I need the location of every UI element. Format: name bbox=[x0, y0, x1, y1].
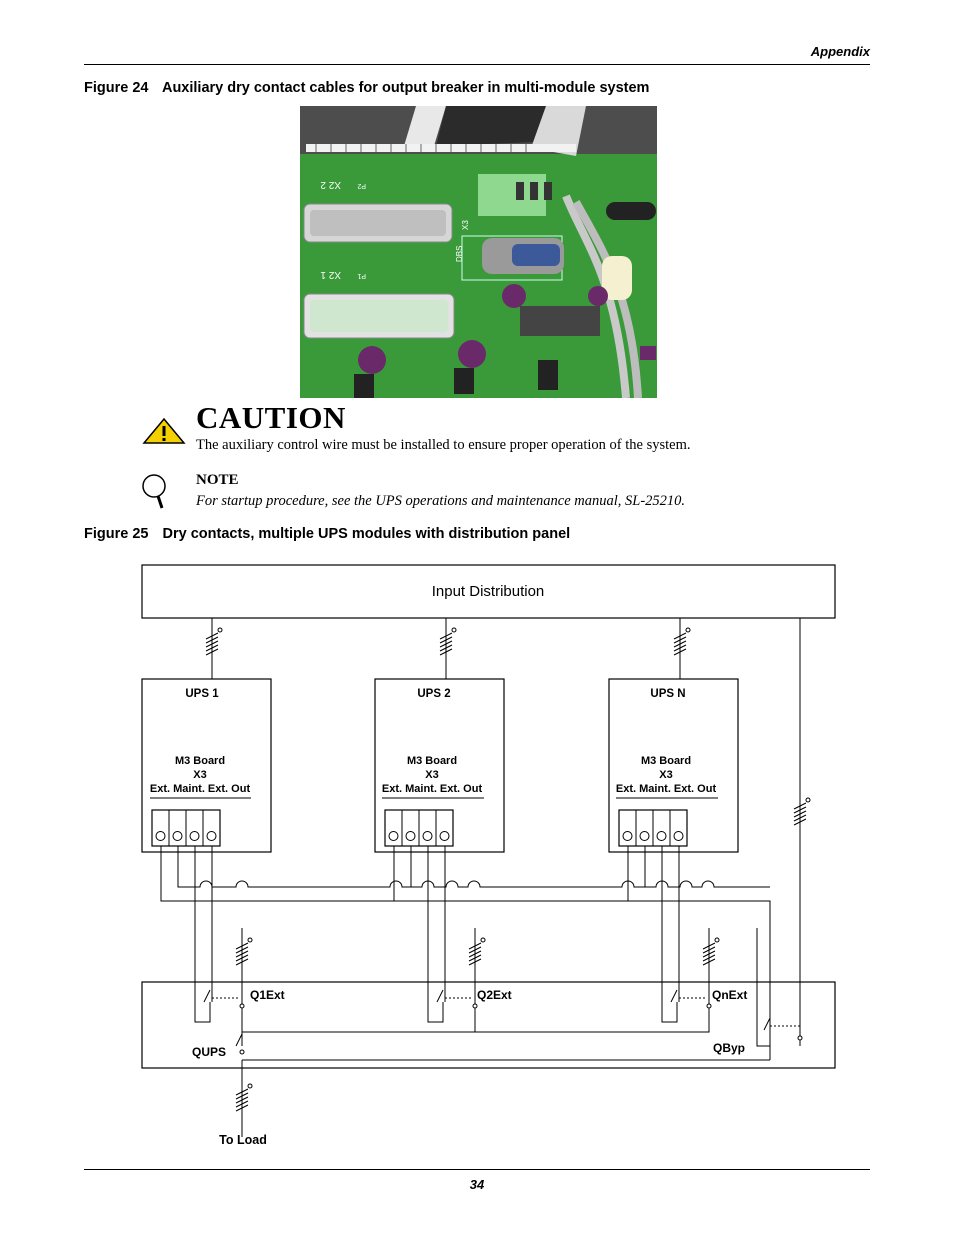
ups-n-name: UPS N bbox=[650, 688, 685, 700]
circuit-board-photo: X2 2 P2 X2 1 P1 X3 DBS bbox=[300, 106, 657, 398]
input-distribution-label: Input Distribution bbox=[432, 583, 545, 600]
figure25-caption: Figure 25 Dry contacts, multiple UPS mod… bbox=[84, 526, 570, 542]
ups-n-terminals: Ext. Maint. Ext. Out bbox=[616, 783, 717, 795]
ups-2-name: UPS 2 bbox=[417, 688, 450, 700]
p1-label: P1 bbox=[357, 272, 366, 279]
to-load-label: To Load bbox=[219, 1133, 267, 1147]
note-title: NOTE bbox=[196, 472, 239, 488]
magnifier-note-icon bbox=[142, 474, 166, 509]
distribution-panel-box bbox=[141, 981, 836, 1069]
figure24-caption: Figure 24 Auxiliary dry contact cables f… bbox=[84, 80, 649, 96]
figure24-number: Figure 24 bbox=[84, 80, 149, 96]
header-rule bbox=[84, 64, 870, 65]
qups-label: QUPS bbox=[192, 1045, 226, 1059]
ups-1-name: UPS 1 bbox=[185, 688, 219, 700]
ups-1-board: M3 Board bbox=[175, 755, 225, 767]
q2ext-label: Q2Ext bbox=[477, 988, 512, 1002]
ups-n-board: M3 Board bbox=[641, 755, 691, 767]
ups-1-terminals: Ext. Maint. Ext. Out bbox=[150, 783, 251, 795]
footer-rule bbox=[84, 1169, 870, 1170]
dbs-label: DBS bbox=[455, 246, 464, 262]
p2-label: P2 bbox=[357, 182, 366, 189]
caution-triangle-icon bbox=[142, 418, 186, 444]
x3-label: X3 bbox=[461, 220, 470, 230]
input-distribution-box bbox=[141, 564, 836, 619]
figure25-title: Dry contacts, multiple UPS modules with … bbox=[162, 526, 571, 542]
caution-text: The auxiliary control wire must be insta… bbox=[196, 437, 691, 453]
dry-contacts-diagram: Input Distribution UPS 1 M3 Board X3 Ext… bbox=[141, 564, 836, 1147]
q1ext-label: Q1Ext bbox=[250, 988, 285, 1002]
figure25-number: Figure 25 bbox=[84, 526, 149, 542]
caution-title: CAUTION bbox=[196, 400, 346, 435]
control-wiring bbox=[160, 846, 801, 1137]
figure24-title: Auxiliary dry contact cables for output … bbox=[161, 80, 650, 96]
ups-1-connector: X3 bbox=[193, 769, 206, 781]
ups-2-board: M3 Board bbox=[407, 755, 457, 767]
x2-1-label: X2 1 bbox=[320, 269, 341, 280]
qbyp-label: QByp bbox=[713, 1041, 745, 1055]
ups-2-terminals: Ext. Maint. Ext. Out bbox=[382, 783, 483, 795]
page-number: 34 bbox=[469, 1177, 485, 1192]
ups-n-connector: X3 bbox=[659, 769, 672, 781]
note-text: For startup procedure, see the UPS opera… bbox=[196, 493, 686, 509]
section-header: Appendix bbox=[810, 44, 870, 59]
ups-2-connector: X3 bbox=[425, 769, 438, 781]
x2-2-label: X2 2 bbox=[320, 179, 341, 190]
qnext-label: QnExt bbox=[712, 988, 747, 1002]
